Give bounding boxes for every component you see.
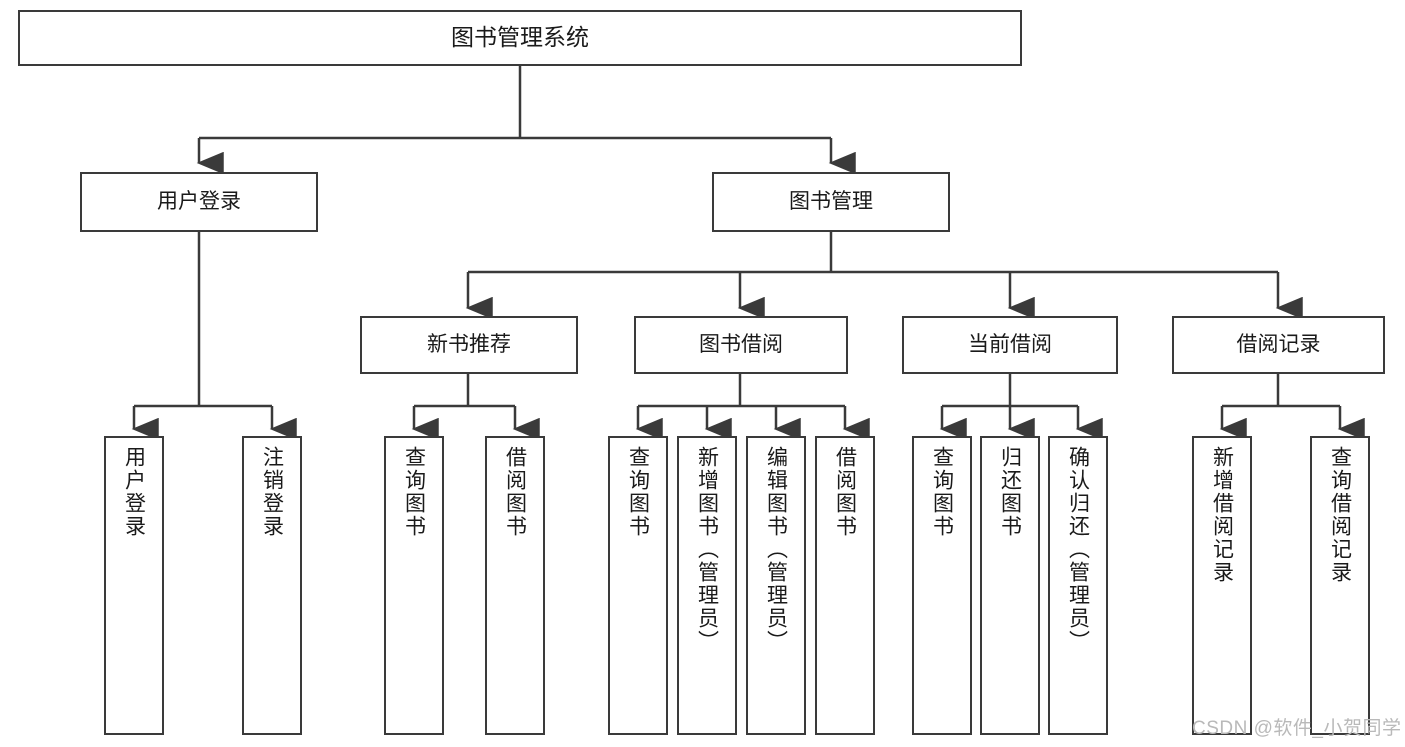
node-book-borrow-label: 图书借阅: [699, 332, 783, 356]
node-book-borrow[interactable]: 图书借阅: [634, 316, 848, 374]
leaf-label: 注销登录: [260, 446, 284, 538]
leaf-label: 查询借阅记录: [1328, 446, 1352, 584]
leaf-recommend-borrow-book[interactable]: 借阅图书: [485, 436, 545, 735]
leaf-borrow-query-book[interactable]: 查询图书: [608, 436, 668, 735]
leaf-label: 查询图书: [402, 446, 426, 538]
watermark: CSDN @软件_小贺同学: [1192, 718, 1402, 739]
leaf-label: 查询图书: [930, 446, 954, 538]
leaf-user-login-signin[interactable]: 用户登录: [104, 436, 164, 735]
leaf-borrow-add-book-admin[interactable]: 新增图书（管理员）: [677, 436, 737, 735]
leaf-borrow-borrow-book[interactable]: 借阅图书: [815, 436, 875, 735]
node-root[interactable]: 图书管理系统: [18, 10, 1022, 66]
leaf-user-login-signout[interactable]: 注销登录: [242, 436, 302, 735]
leaf-borrow-edit-book-admin[interactable]: 编辑图书（管理员）: [746, 436, 806, 735]
node-book-management[interactable]: 图书管理: [712, 172, 950, 232]
node-root-label: 图书管理系统: [451, 24, 589, 51]
node-user-login-label: 用户登录: [157, 189, 241, 213]
leaf-label: 查询图书: [626, 446, 650, 538]
node-borrow-record-label: 借阅记录: [1236, 332, 1321, 356]
node-current-borrow[interactable]: 当前借阅: [902, 316, 1118, 374]
leaf-record-query-record[interactable]: 查询借阅记录: [1310, 436, 1370, 735]
leaf-label: 新增借阅记录: [1210, 446, 1234, 584]
leaf-recommend-query-book[interactable]: 查询图书: [384, 436, 444, 735]
leaf-current-return-book[interactable]: 归还图书: [980, 436, 1040, 735]
node-current-borrow-label: 当前借阅: [968, 332, 1052, 356]
leaf-label: 借阅图书: [503, 446, 527, 538]
leaf-label: 借阅图书: [833, 446, 857, 538]
node-user-login[interactable]: 用户登录: [80, 172, 318, 232]
leaf-current-query-book[interactable]: 查询图书: [912, 436, 972, 735]
node-new-book-recommend-label: 新书推荐: [427, 332, 511, 356]
node-borrow-record[interactable]: 借阅记录: [1172, 316, 1385, 374]
leaf-label: 新增图书（管理员）: [695, 446, 719, 653]
node-book-management-label: 图书管理: [789, 189, 873, 213]
leaf-current-confirm-return-admin[interactable]: 确认归还（管理员）: [1048, 436, 1108, 735]
leaf-label: 用户登录: [122, 446, 146, 538]
leaf-label: 归还图书: [998, 446, 1022, 538]
leaf-label: 编辑图书（管理员）: [764, 446, 788, 653]
leaf-label: 确认归还（管理员）: [1066, 446, 1090, 653]
node-new-book-recommend[interactable]: 新书推荐: [360, 316, 578, 374]
leaf-record-add-record[interactable]: 新增借阅记录: [1192, 436, 1252, 735]
